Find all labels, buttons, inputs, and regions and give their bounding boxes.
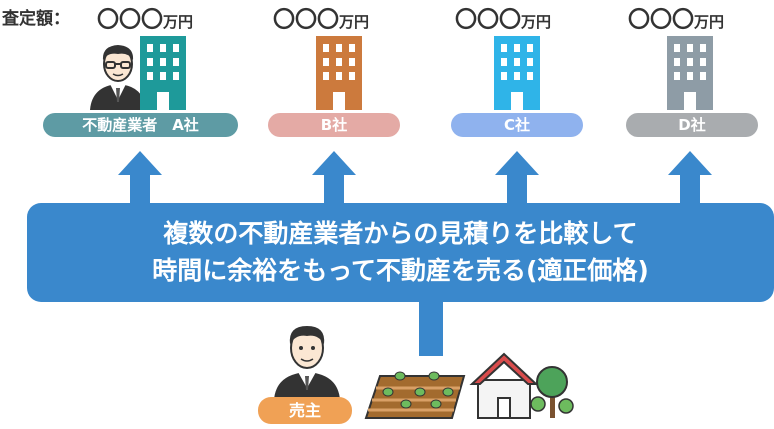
up-arrow-icon-b [312, 151, 356, 205]
building-icon-a [140, 36, 186, 110]
seller-person-icon [274, 326, 340, 400]
price-b: 〇〇〇万円 [273, 8, 370, 33]
banner-line-2: 時間に余裕をもって不動産を売る(適正価格) [152, 256, 649, 285]
up-arrow-icon-d [668, 151, 712, 205]
house-icon [469, 352, 539, 419]
price-c: 〇〇〇万円 [455, 8, 552, 33]
assessment-label: 査定額： [2, 9, 70, 29]
banner-connector [419, 298, 443, 356]
businessman-icon [90, 45, 146, 110]
banner-line-1: 複数の不動産業者からの見積りを比較して [163, 219, 638, 248]
up-arrow-icon-a [118, 151, 162, 205]
building-icon-d [667, 36, 713, 110]
building-icon-c [494, 36, 540, 110]
company-label-c: C社 [451, 113, 583, 137]
company-label-b: B社 [268, 113, 400, 137]
price-d: 〇〇〇万円 [628, 8, 725, 33]
farmland-icon [364, 371, 466, 419]
up-arrow-icon-c [495, 151, 539, 205]
summary-banner: 複数の不動産業者からの見積りを比較して 時間に余裕をもって不動産を売る(適正価格… [27, 203, 774, 302]
building-icon-b [316, 36, 362, 110]
seller-label: 売主 [258, 397, 352, 424]
company-label-a: 不動産業者 A社 [43, 113, 238, 137]
company-label-d: D社 [626, 113, 758, 137]
price-a: 〇〇〇万円 [97, 8, 194, 33]
tree-icon [530, 366, 574, 418]
